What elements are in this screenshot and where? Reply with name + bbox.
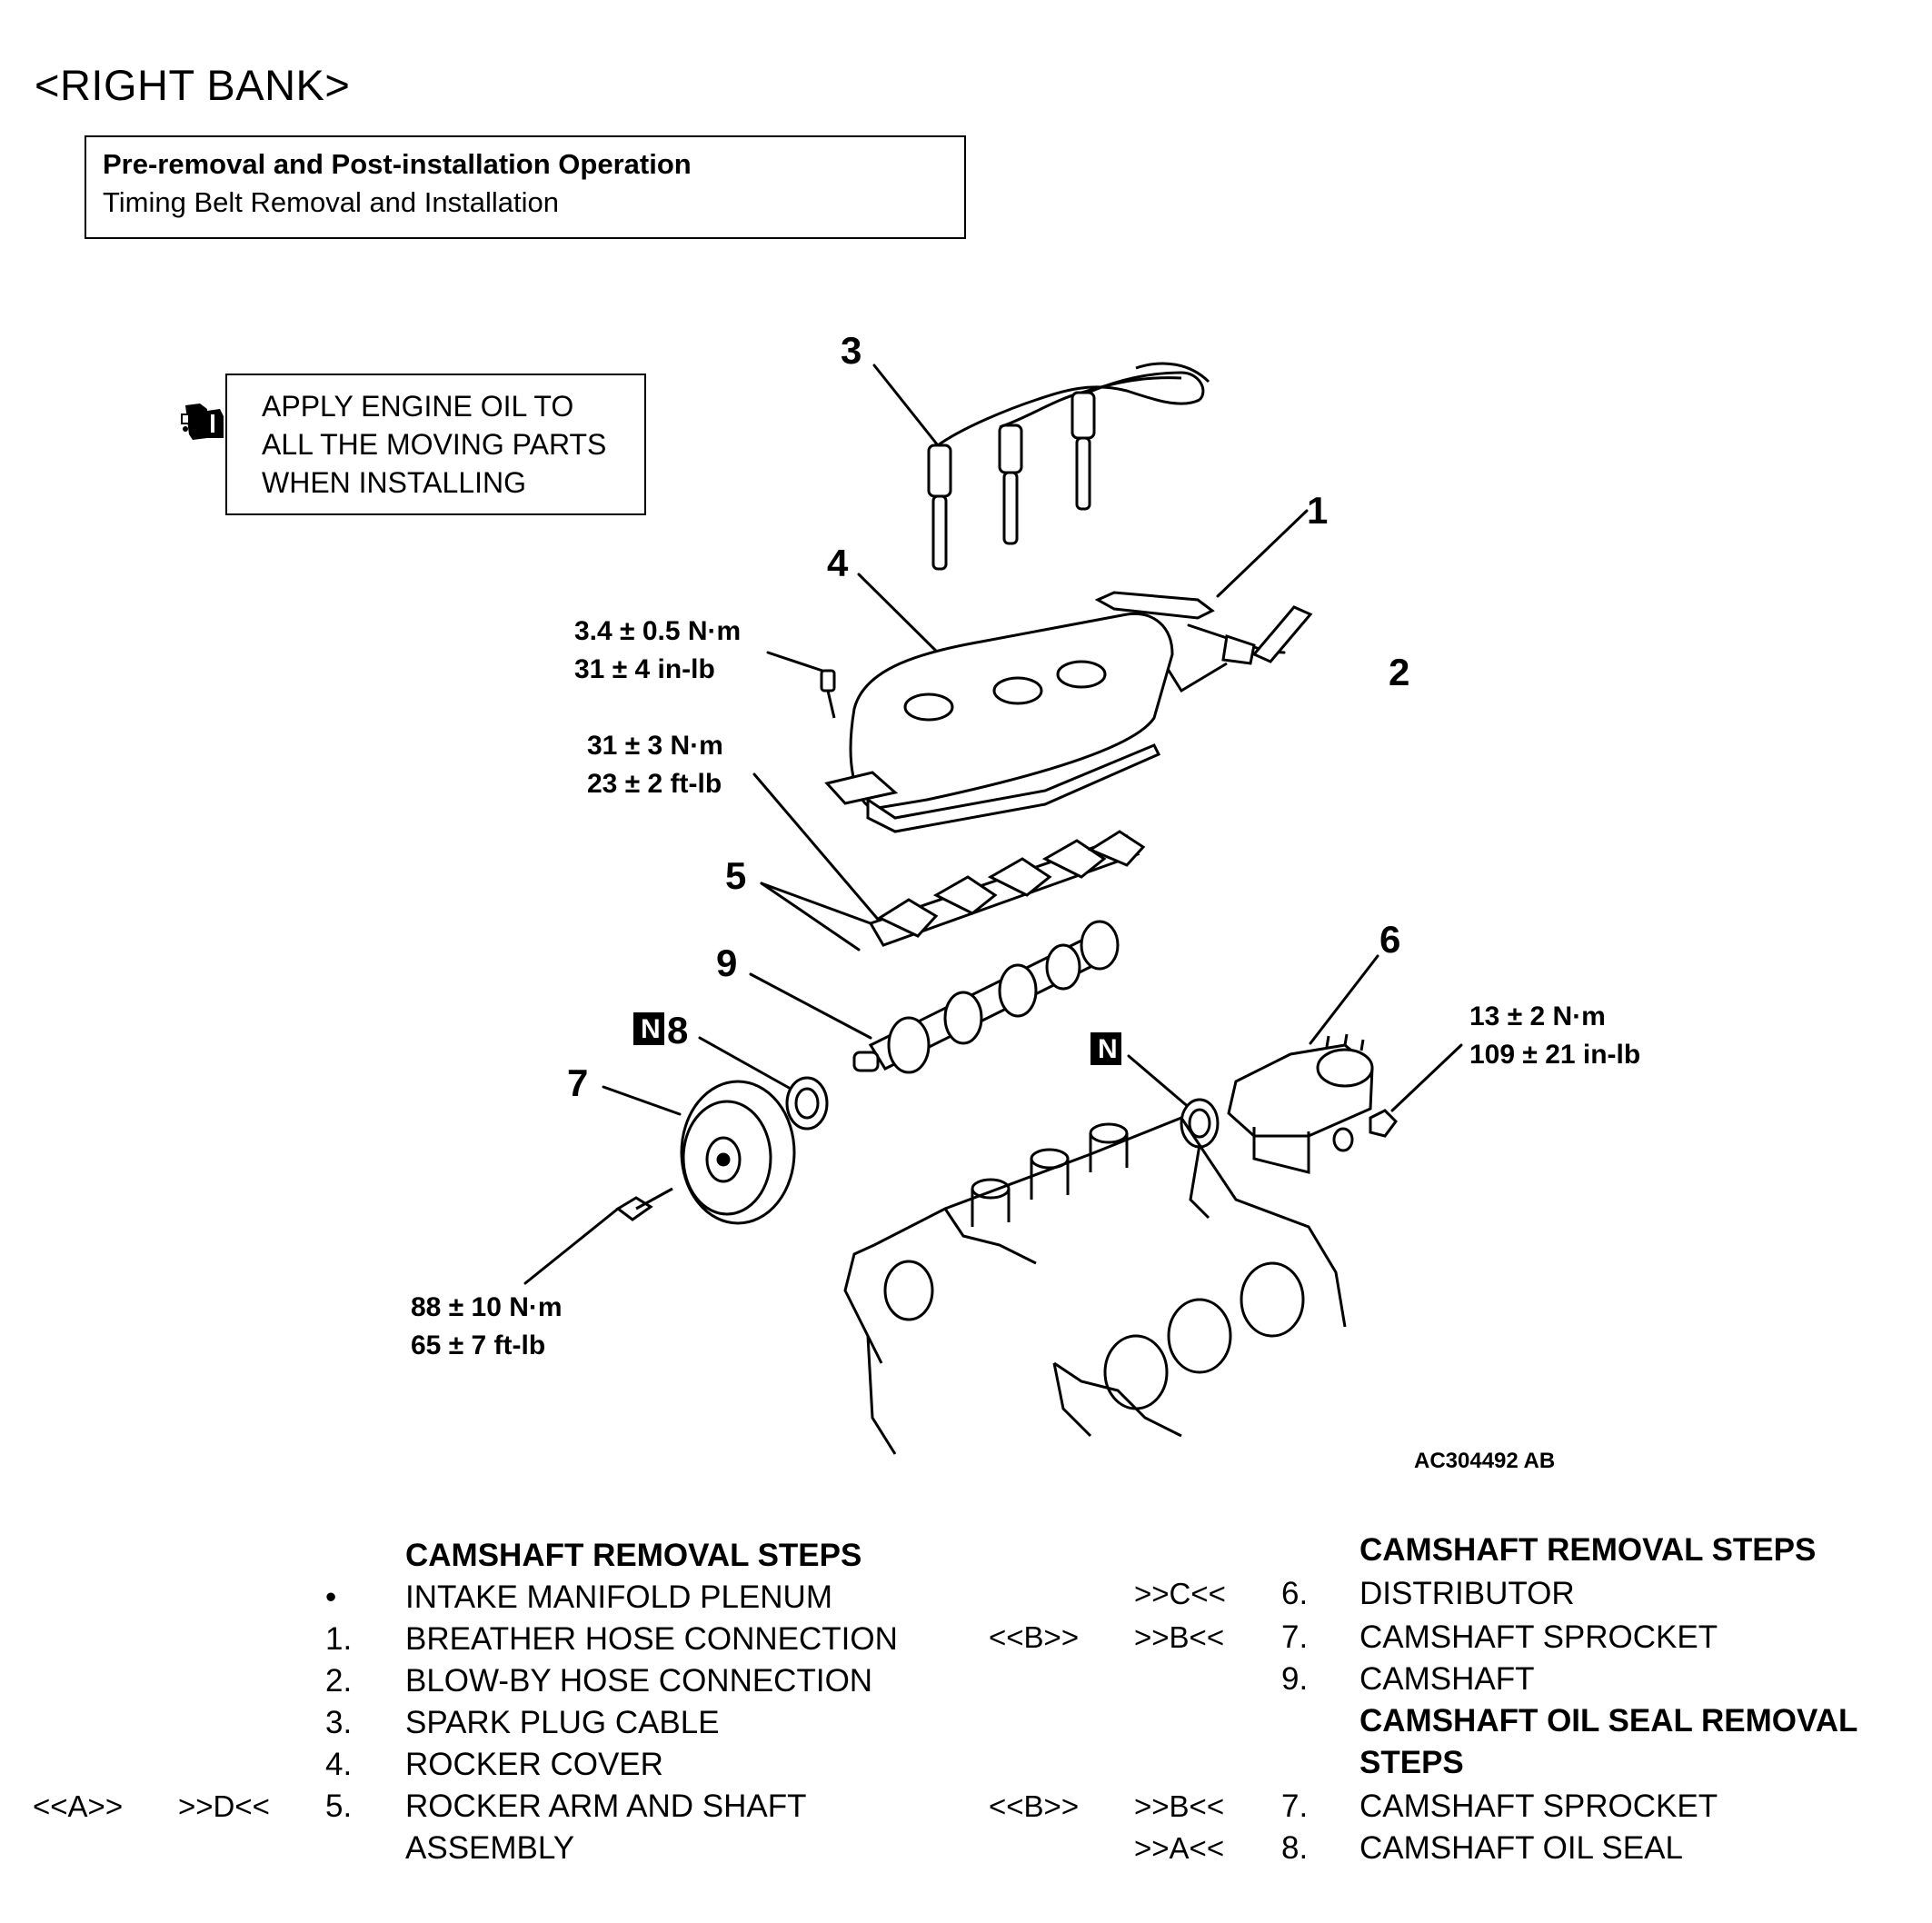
step-text: INTAKE MANIFOLD PLENUM — [405, 1579, 832, 1615]
torque-distributor-nut: 13 ± 2 N·m 109 ± 21 in-lb — [1469, 998, 1640, 1074]
step-text: CAMSHAFT SPROCKET — [1359, 1619, 1718, 1655]
step-number: 7. — [1281, 1788, 1309, 1824]
callout-9: 9 — [716, 942, 738, 984]
step-bullet: • — [325, 1579, 337, 1615]
leader-line-shaft-bolt — [752, 772, 888, 931]
step-number: 1. — [325, 1621, 353, 1657]
rocker-arm-shaft-assembly — [868, 830, 1146, 947]
spark-plug-cables — [927, 362, 1210, 571]
oil-note-line: ALL THE MOVING PARTS — [262, 428, 607, 461]
oil-can-icon — [181, 404, 224, 440]
step-text-continued: ASSEMBLY — [405, 1830, 575, 1866]
leader-line-1 — [1216, 509, 1309, 598]
step-number: 3. — [325, 1705, 353, 1740]
callout-7: 7 — [567, 1061, 589, 1104]
operation-item: Timing Belt Removal and Installation — [103, 186, 559, 218]
torque-metric: 88 ± 10 N·m — [411, 1292, 563, 1322]
leader-line-8 — [698, 1036, 792, 1091]
leader-line-9 — [749, 972, 872, 1040]
steps-right-heading-2-cont: STEPS — [1359, 1745, 1464, 1780]
rocker-cover-bolt — [820, 669, 836, 719]
steps-right-heading: CAMSHAFT REMOVAL STEPS — [1359, 1532, 1817, 1568]
installation-code: >>A<< — [1134, 1831, 1225, 1865]
step-text: DISTRIBUTOR — [1359, 1576, 1575, 1611]
n-mark-box-seal — [633, 1012, 664, 1045]
distributor — [1227, 1033, 1374, 1174]
n-mark-seal: N — [641, 1014, 661, 1044]
page-title: <RIGHT BANK> — [35, 61, 351, 109]
step-number: 2. — [325, 1663, 353, 1699]
step-text: ROCKER ARM AND SHAFT — [405, 1788, 807, 1824]
operation-title: Pre-removal and Post-installation Operat… — [103, 148, 692, 180]
callout-4: 4 — [827, 542, 849, 584]
engine-block — [843, 1116, 1347, 1455]
leader-line-6 — [1309, 954, 1379, 1045]
step-text: CAMSHAFT — [1359, 1661, 1535, 1697]
hoses — [1094, 591, 1313, 693]
leader-line-sprocket-bolt — [523, 1207, 620, 1285]
step-number: 8. — [1281, 1830, 1309, 1866]
torque-sprocket-bolt: 88 ± 10 N·m 65 ± 7 ft-lb — [411, 1289, 563, 1365]
step-text: CAMSHAFT OIL SEAL — [1359, 1830, 1683, 1866]
callout-2: 2 — [1389, 651, 1410, 693]
leader-line-4 — [857, 573, 952, 667]
installation-code: >>B<< — [1134, 1620, 1225, 1654]
camshaft-oil-seal — [785, 1076, 829, 1131]
distributor-nut — [1332, 1109, 1398, 1152]
torque-metric: 3.4 ± 0.5 N·m — [574, 616, 742, 646]
leader-line-3 — [872, 364, 940, 447]
step-number: 4. — [325, 1747, 353, 1782]
leader-line-5b — [760, 882, 861, 952]
rocker-cover — [824, 612, 1174, 833]
callout-3: 3 — [841, 329, 862, 372]
torque-imperial: 31 ± 4 in-lb — [574, 654, 715, 684]
oil-note-line: APPLY ENGINE OIL TO — [262, 390, 574, 423]
oil-note-box: APPLY ENGINE OIL TO ALL THE MOVING PARTS… — [225, 374, 646, 515]
distributor-o-ring — [1180, 1098, 1220, 1149]
sprocket-bolt — [615, 1187, 673, 1221]
installation-code: >>D<< — [178, 1789, 270, 1823]
step-text: CAMSHAFT SPROCKET — [1359, 1788, 1718, 1824]
leader-line-dist-nut — [1390, 1043, 1463, 1112]
step-number: 6. — [1281, 1576, 1309, 1611]
steps-right-heading-2: CAMSHAFT OIL SEAL REMOVAL — [1359, 1703, 1858, 1739]
torque-rocker-cover-bolt: 3.4 ± 0.5 N·m 31 ± 4 in-lb — [574, 613, 741, 689]
callout-6: 6 — [1379, 918, 1401, 961]
step-number: 9. — [1281, 1661, 1309, 1697]
removal-code: <<B>> — [989, 1789, 1080, 1823]
torque-rocker-shaft-bolt: 31 ± 3 N·m 23 ± 2 ft-lb — [587, 727, 723, 803]
torque-imperial: 65 ± 7 ft-lb — [411, 1330, 546, 1360]
step-number: 7. — [1281, 1619, 1309, 1655]
leader-line-7 — [602, 1085, 682, 1116]
torque-imperial: 109 ± 21 in-lb — [1469, 1040, 1641, 1070]
step-text: ROCKER COVER — [405, 1747, 663, 1782]
step-text: BREATHER HOSE CONNECTION — [405, 1621, 898, 1657]
camshaft — [852, 920, 1120, 1074]
installation-code: >>C<< — [1134, 1577, 1226, 1610]
leader-line-n — [1127, 1054, 1192, 1111]
n-mark-box-oring — [1090, 1032, 1121, 1065]
step-text: SPARK PLUG CABLE — [405, 1705, 720, 1740]
callout-1: 1 — [1307, 489, 1329, 532]
installation-code: >>B<< — [1134, 1789, 1225, 1823]
removal-code: <<B>> — [989, 1620, 1080, 1654]
step-number: 5. — [325, 1788, 353, 1824]
torque-imperial: 23 ± 2 ft-lb — [587, 769, 722, 799]
camshaft-sprocket — [680, 1080, 796, 1225]
steps-left-heading: CAMSHAFT REMOVAL STEPS — [405, 1538, 862, 1573]
torque-metric: 13 ± 2 N·m — [1469, 1001, 1606, 1031]
removal-code: <<A>> — [33, 1789, 124, 1823]
figure-reference: AC304492 AB — [1414, 1449, 1556, 1473]
oil-note-line: WHEN INSTALLING — [262, 466, 526, 499]
n-mark-oring: N — [1098, 1034, 1118, 1064]
step-text: BLOW-BY HOSE CONNECTION — [405, 1663, 873, 1699]
leader-line-5a — [760, 882, 872, 925]
torque-metric: 31 ± 3 N·m — [587, 731, 723, 761]
callout-8: 8 — [667, 1009, 689, 1051]
leader-line-cover-bolt — [766, 651, 824, 673]
callout-5: 5 — [725, 854, 747, 897]
operation-box: Pre-removal and Post-installation Operat… — [85, 135, 966, 239]
